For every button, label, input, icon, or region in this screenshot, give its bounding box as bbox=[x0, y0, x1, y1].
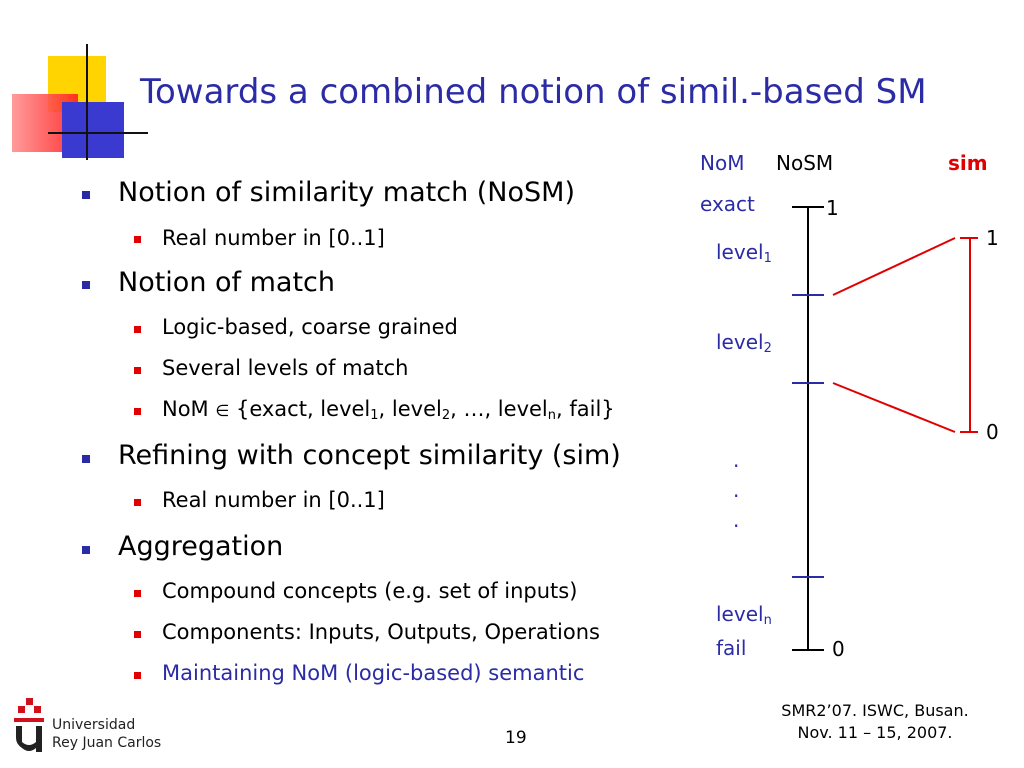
sub-bullet-marker bbox=[134, 590, 141, 597]
sub-bullet-marker bbox=[134, 236, 141, 243]
university-name-line2: Rey Juan Carlos bbox=[52, 735, 162, 751]
ellipsis-dot: . bbox=[733, 508, 740, 532]
map-line-bottom bbox=[832, 382, 956, 433]
page-number: 19 bbox=[505, 728, 527, 748]
nosm-value-top: 1 bbox=[826, 196, 839, 220]
sub-bullet-levels: Several levels of match bbox=[162, 356, 409, 380]
conference-line1: SMR2’07. ISWC, Busan. bbox=[781, 701, 969, 720]
sub-bullet-nosm-real: Real number in [0..1] bbox=[162, 226, 385, 250]
decor-horizontal-line bbox=[48, 132, 148, 134]
sub-bullet-maintaining: Maintaining NoM (logic-based) semantic bbox=[162, 661, 585, 685]
sub-bullet-sim-real: Real number in [0..1] bbox=[162, 488, 385, 512]
slide-title: Towards a combined notion of simil.-base… bbox=[140, 72, 927, 112]
bullet-nosm: Notion of similarity match (NoSM) bbox=[118, 177, 575, 208]
bullet-aggregation: Aggregation bbox=[118, 531, 284, 562]
sub-bullet-nom-set: NoM ∈ {exact, level1, level2, …, leveln,… bbox=[162, 397, 615, 423]
bullet-marker bbox=[82, 455, 90, 463]
conference-info: SMR2’07. ISWC, Busan. Nov. 11 – 15, 2007… bbox=[770, 700, 980, 744]
sim-value-bottom: 0 bbox=[986, 420, 999, 444]
label-fail: fail bbox=[716, 636, 747, 660]
sub-bullet-marker bbox=[134, 672, 141, 679]
ellipsis-dot: . bbox=[733, 478, 740, 502]
sub-bullet-marker bbox=[134, 499, 141, 506]
sub-bullet-marker bbox=[134, 367, 141, 374]
corner-decoration bbox=[0, 40, 150, 170]
bullet-marker bbox=[82, 546, 90, 554]
sub-bullet-marker bbox=[134, 326, 141, 333]
conference-line2: Nov. 11 – 15, 2007. bbox=[797, 723, 953, 742]
label-leveln: leveln bbox=[716, 602, 772, 628]
header-nom: NoM bbox=[700, 151, 745, 175]
bullet-marker bbox=[82, 191, 90, 199]
sub-bullet-marker bbox=[134, 631, 141, 638]
bullet-refining: Refining with concept similarity (sim) bbox=[118, 440, 621, 471]
sim-value-top: 1 bbox=[986, 226, 999, 250]
sub-bullet-compound: Compound concepts (e.g. set of inputs) bbox=[162, 579, 578, 603]
bullet-marker bbox=[82, 281, 90, 289]
university-logo bbox=[12, 696, 162, 758]
header-sim: sim bbox=[948, 151, 988, 175]
ellipsis-dot: . bbox=[733, 448, 740, 472]
label-level1: level1 bbox=[716, 240, 772, 266]
label-exact: exact bbox=[700, 192, 755, 216]
sub-bullet-logic-based: Logic-based, coarse grained bbox=[162, 315, 458, 339]
sub-bullet-marker bbox=[134, 408, 141, 415]
label-level2: level2 bbox=[716, 330, 772, 356]
university-name: Universidad Rey Juan Carlos bbox=[52, 716, 161, 752]
bullet-nom: Notion of match bbox=[118, 267, 336, 298]
decor-vertical-line bbox=[86, 44, 88, 160]
sub-bullet-components: Components: Inputs, Outputs, Operations bbox=[162, 620, 600, 644]
university-name-line1: Universidad bbox=[52, 717, 136, 733]
map-line-top bbox=[832, 237, 956, 296]
header-nosm: NoSM bbox=[776, 151, 834, 175]
decor-blue-square bbox=[62, 102, 124, 158]
nosm-value-bottom: 0 bbox=[832, 637, 845, 661]
university-emblem-icon bbox=[14, 698, 44, 752]
